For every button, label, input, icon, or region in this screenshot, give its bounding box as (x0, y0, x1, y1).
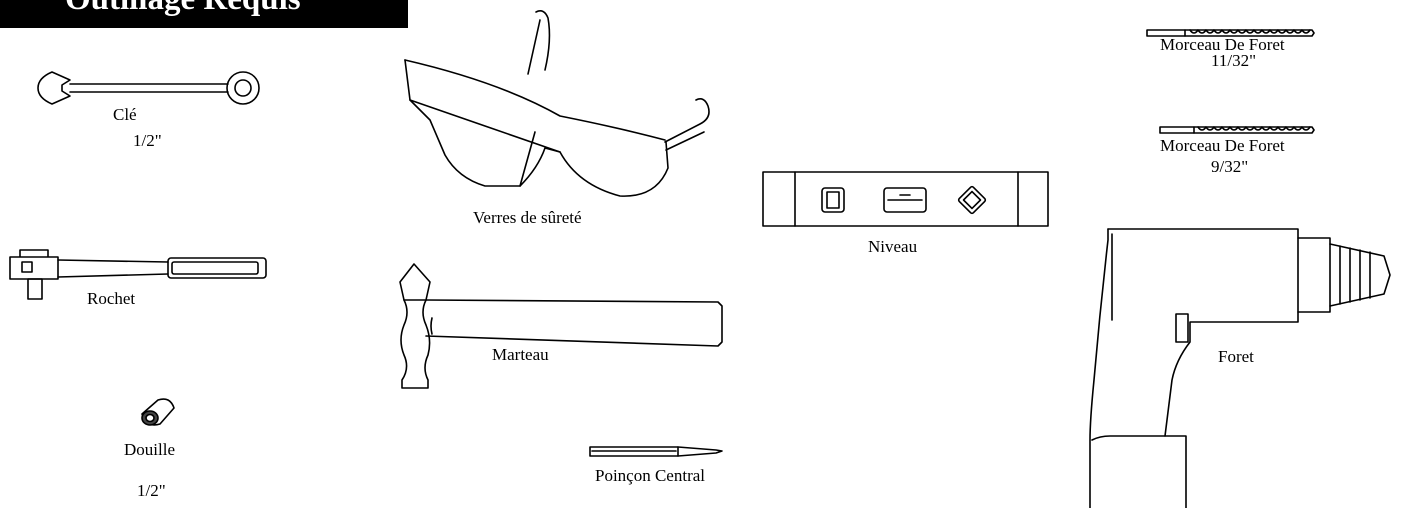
socket-size-label: 1/2" (137, 481, 166, 500)
wrench-size-label: 1/2" (133, 131, 162, 150)
drill-bit-icon (1147, 30, 1314, 36)
socket-icon (142, 399, 174, 425)
center-punch-label: Poinçon Central (595, 466, 706, 485)
hammer-label: Marteau (492, 345, 549, 364)
drill-bit-label: Morceau De Foret (1160, 35, 1285, 54)
level-label: Niveau (868, 237, 918, 256)
level-icon (763, 172, 1048, 226)
safety-glasses-label: Verres de sûreté (473, 208, 582, 227)
hammer-icon (400, 264, 722, 388)
drill-bit-size-label: 9/32" (1211, 157, 1249, 176)
center-punch-icon (590, 447, 722, 456)
drill-bit-size-label: 11/32" (1211, 51, 1257, 70)
wrench-icon (38, 72, 259, 104)
ratchet-label: Rochet (87, 289, 136, 308)
ratchet-icon (10, 250, 266, 299)
title-banner: Outillage Requis (0, 0, 408, 28)
socket-label: Douille (124, 440, 175, 459)
page-title: Outillage Requis (65, 0, 301, 18)
drill-bit-label: Morceau De Foret (1160, 136, 1285, 155)
safety-glasses-icon (405, 11, 709, 196)
drill-bit-icon (1160, 127, 1314, 133)
drill-label: Foret (1218, 347, 1254, 366)
power-drill-icon (1090, 229, 1390, 508)
wrench-label: Clé (113, 105, 137, 124)
